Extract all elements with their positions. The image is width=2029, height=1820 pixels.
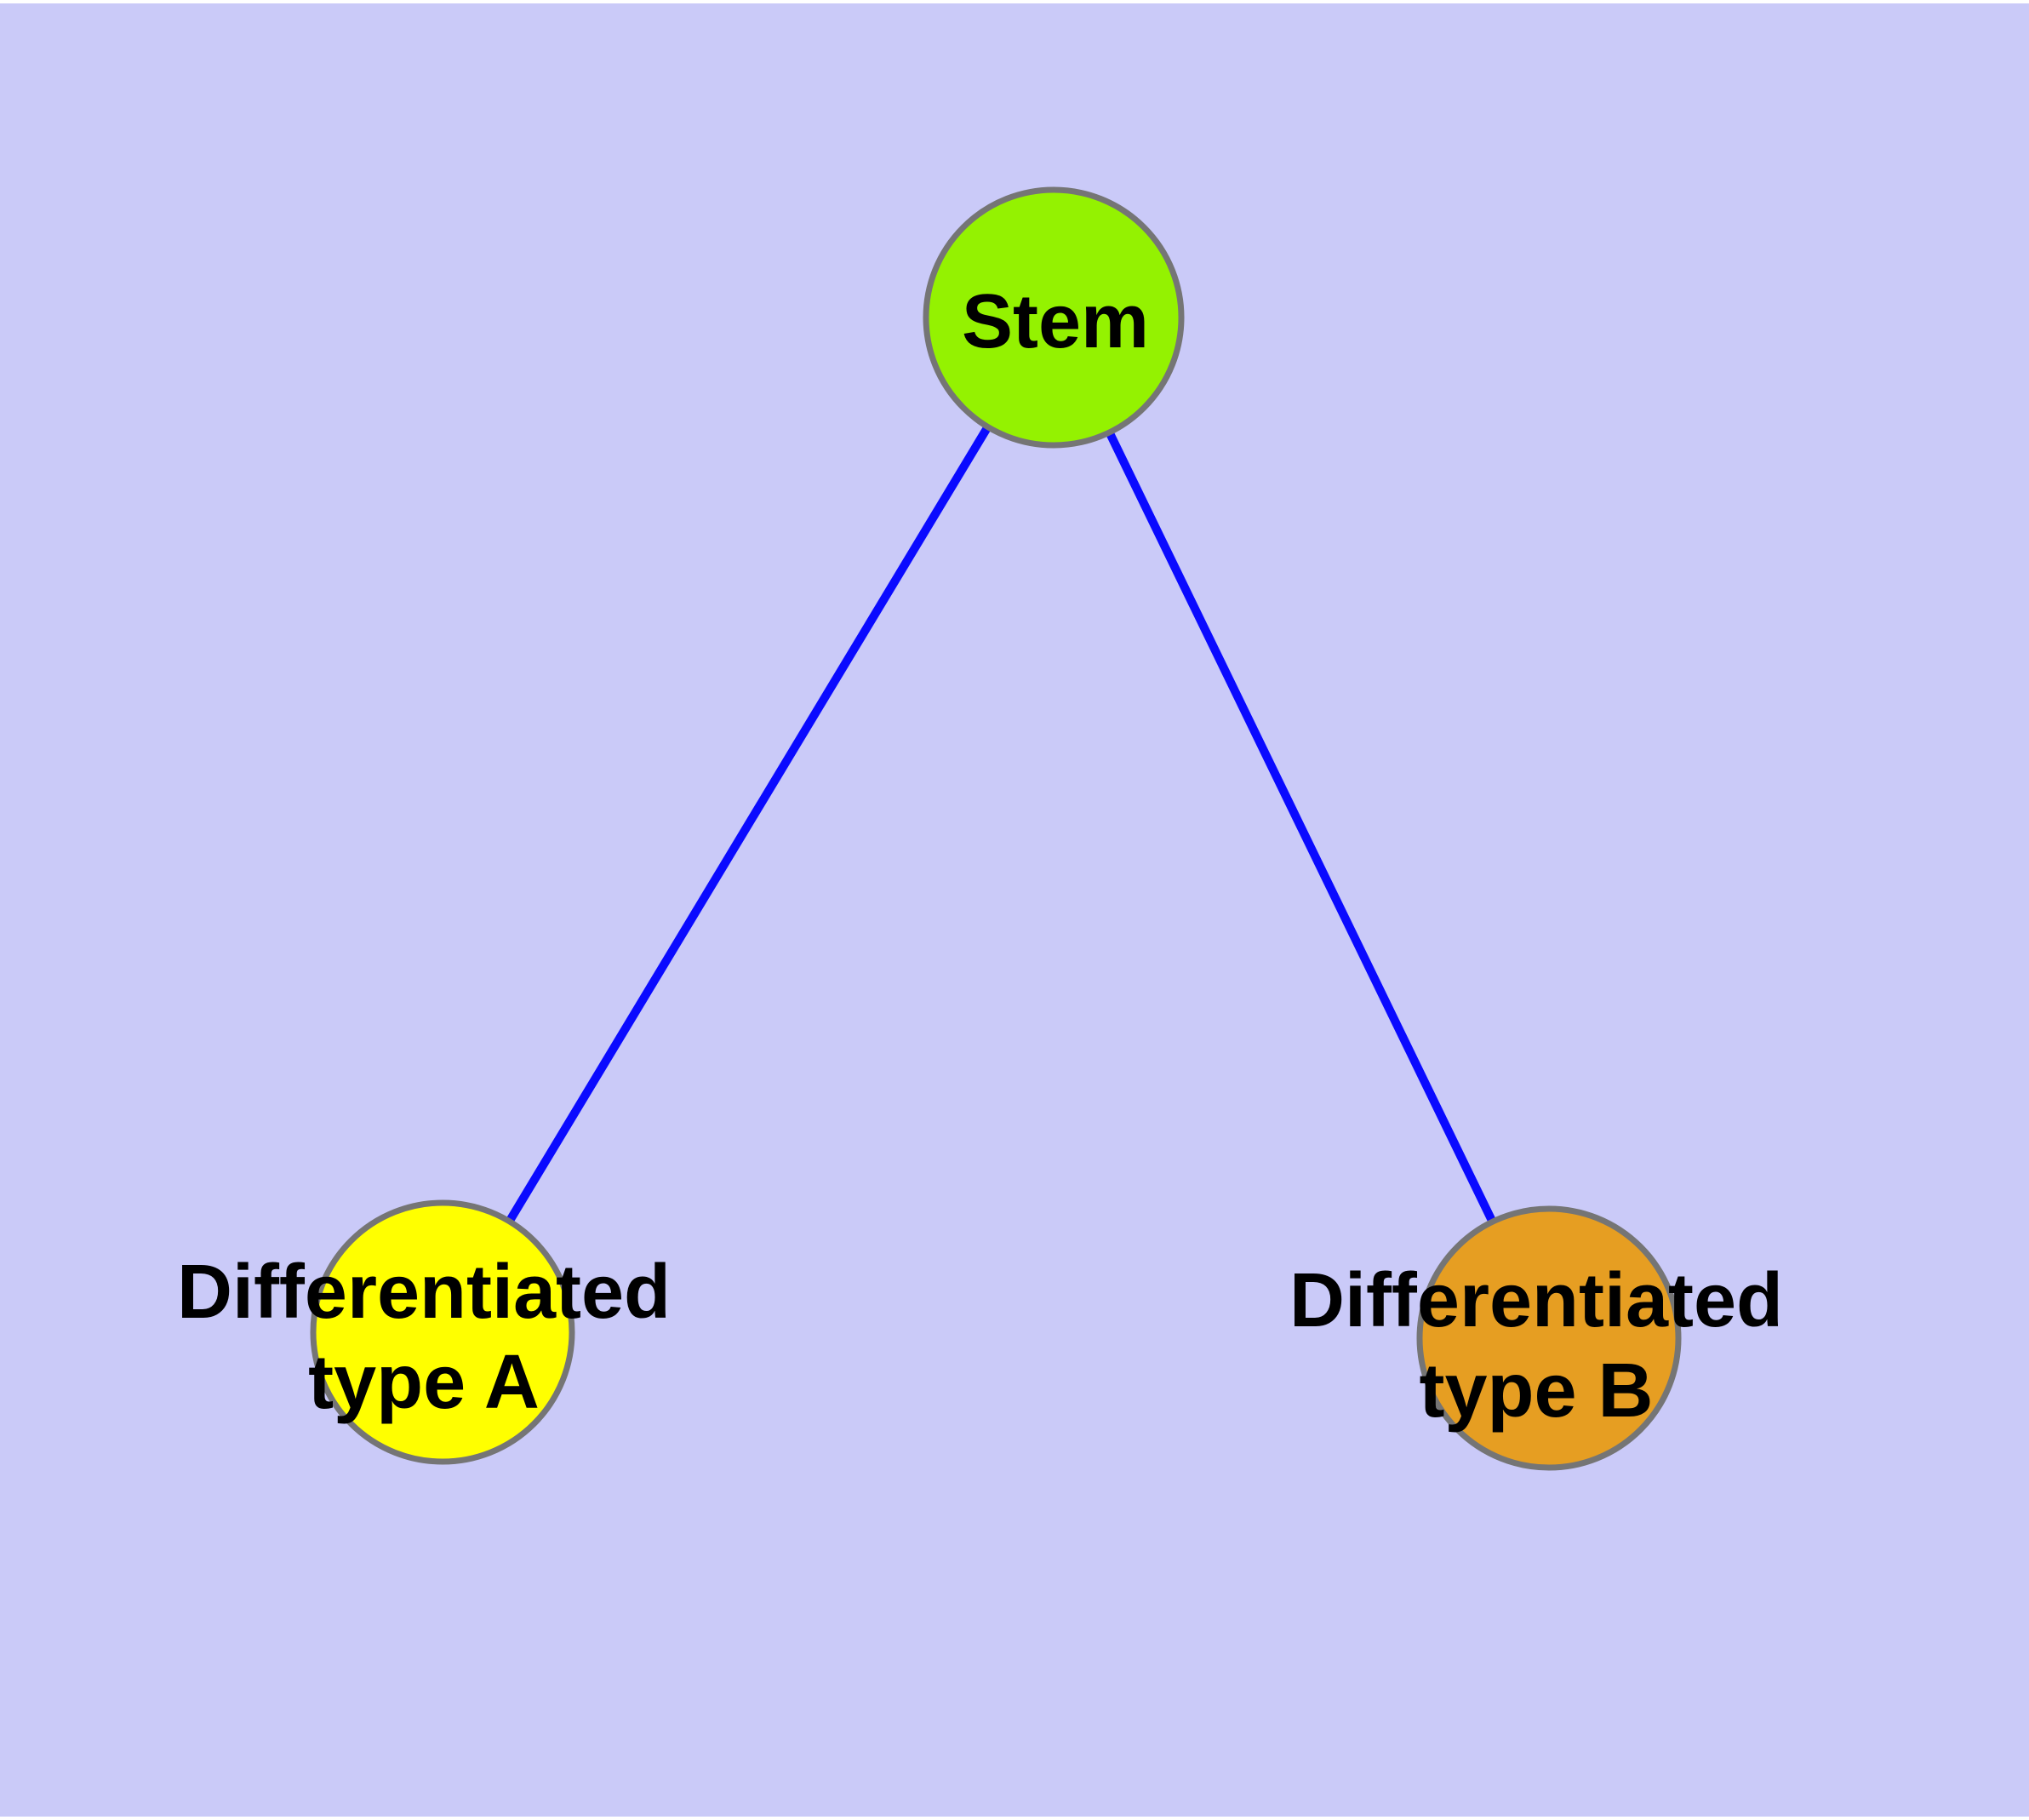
node-differentiated-type-b: [1416, 1205, 1682, 1471]
node-differentiated-type-a: [310, 1199, 575, 1465]
edge-stem-to-type-a: [438, 315, 1058, 1335]
node-stem-label: Stem: [962, 279, 1149, 364]
node-type-a-label-line1: Differentiated: [177, 1250, 671, 1335]
node-stem: [923, 186, 1185, 449]
node-type-b-label-line1: Differentiated: [1289, 1258, 1783, 1343]
edge-stem-to-type-b: [1049, 315, 1553, 1341]
node-type-a-label-line2: type A: [308, 1340, 540, 1425]
node-type-b-label-line2: type B: [1419, 1348, 1653, 1434]
